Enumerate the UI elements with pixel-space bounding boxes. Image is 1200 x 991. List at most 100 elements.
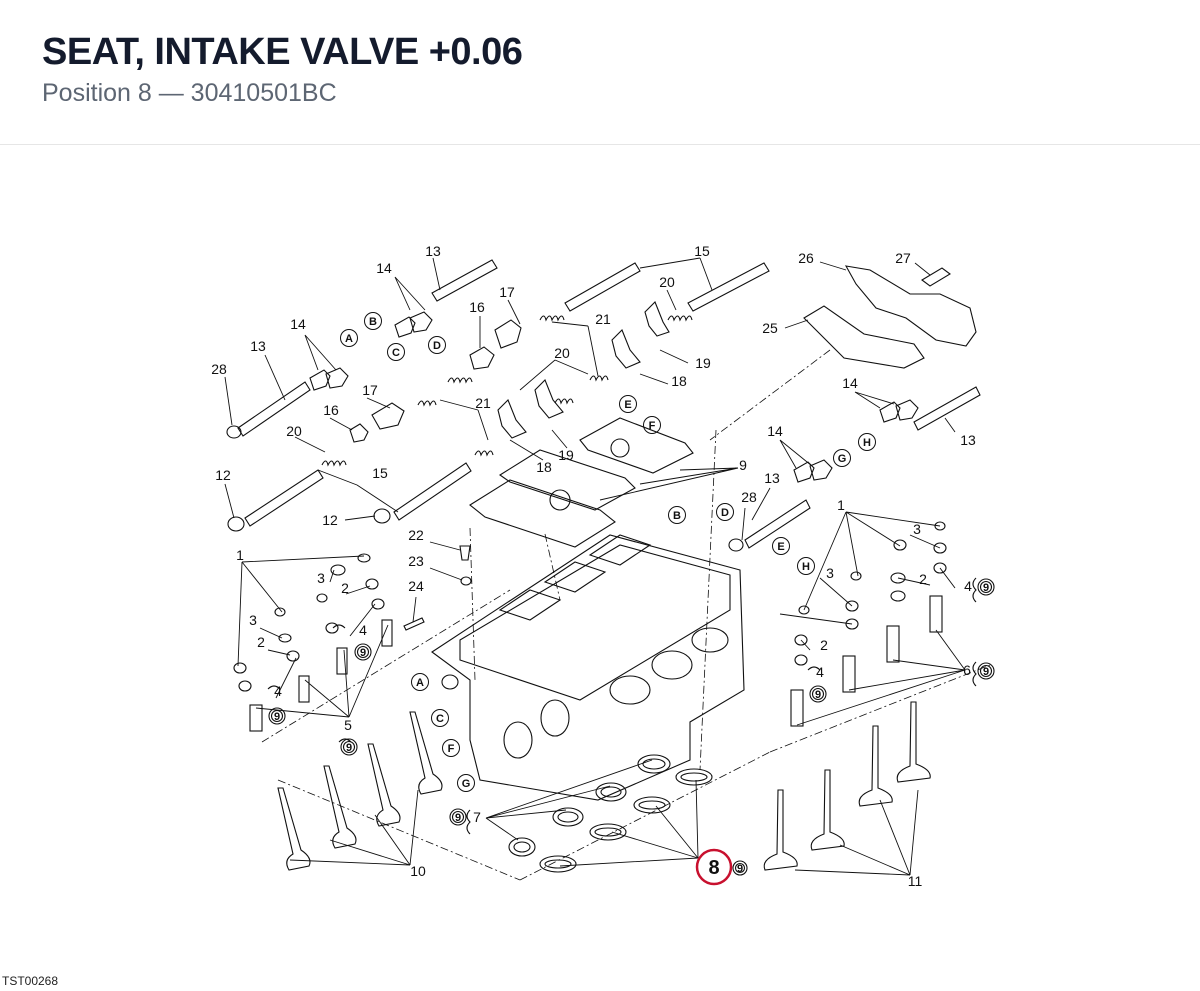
callout-16: 16 <box>469 299 485 315</box>
letter-G: G <box>462 778 471 790</box>
callout-1: 1 <box>837 497 845 513</box>
callout-27: 27 <box>895 250 911 266</box>
callout-26: 26 <box>798 250 814 266</box>
highlighted-callout-8[interactable]: 8 <box>695 848 733 886</box>
letter-E: E <box>777 541 784 553</box>
kit-9-label: 9 <box>274 711 280 723</box>
callout-14: 14 <box>290 316 306 332</box>
callout-3: 3 <box>317 570 325 586</box>
callout-15: 15 <box>372 465 388 481</box>
left-valve-train-parts <box>233 545 472 732</box>
callout-5: 5 <box>344 717 352 733</box>
intake-valves <box>763 701 931 871</box>
callout-13: 13 <box>250 338 266 354</box>
callout-13: 13 <box>960 432 976 448</box>
callout-2: 2 <box>341 580 349 596</box>
callout-24: 24 <box>408 578 424 594</box>
letter-F: F <box>448 743 455 755</box>
callout-21: 21 <box>475 395 491 411</box>
callout-3: 3 <box>826 565 834 581</box>
letter-H: H <box>802 561 810 573</box>
callout-2: 2 <box>919 571 927 587</box>
kit-9-label: 9 <box>737 863 743 875</box>
callout-13: 13 <box>425 243 441 259</box>
callout-2: 2 <box>257 634 265 650</box>
letter-H: H <box>863 437 871 449</box>
letter-markers: A B C D E F G H A C F G B D E H <box>340 312 876 792</box>
page-title: SEAT, INTAKE VALVE +0.06 <box>42 31 523 73</box>
callout-21: 21 <box>595 311 611 327</box>
callout-18: 18 <box>536 459 552 475</box>
callout-1: 1 <box>236 547 244 563</box>
callout-18: 18 <box>671 373 687 389</box>
leader-lines <box>224 257 966 876</box>
part-callouts: 13 14 14 13 28 16 20 17 16 17 21 15 20 1… <box>211 243 976 889</box>
callout-20: 20 <box>286 423 302 439</box>
kit-9-label: 9 <box>360 647 366 659</box>
callout-4: 4 <box>359 622 367 638</box>
cam-caps <box>469 417 694 548</box>
valve-seats <box>508 754 713 873</box>
callout-3: 3 <box>249 612 257 628</box>
callout-12: 12 <box>322 512 338 528</box>
callout-14: 14 <box>842 375 858 391</box>
letter-C: C <box>436 713 444 725</box>
exploded-parts-diagram: A B C D E F G H A C F G B D E H 9 9 9 9 … <box>0 146 1200 991</box>
letter-G: G <box>838 453 847 465</box>
callout-4: 4 <box>816 664 824 680</box>
callout-25: 25 <box>762 320 778 336</box>
right-valve-train-parts <box>790 521 947 727</box>
kit-9-label: 9 <box>455 812 461 824</box>
letter-A: A <box>345 333 353 345</box>
letter-F: F <box>649 420 656 432</box>
callout-15: 15 <box>694 243 710 259</box>
header: SEAT, INTAKE VALVE +0.06 Position 8 — 30… <box>0 0 1200 145</box>
callout-23: 23 <box>408 553 424 569</box>
callout-19: 19 <box>558 447 574 463</box>
callout-7: 7 <box>473 809 481 825</box>
cylinder-head <box>431 534 745 801</box>
kit-9-markers: 9 9 9 9 9 9 9 9 <box>268 578 995 876</box>
callout-10: 10 <box>410 863 426 879</box>
callout-14: 14 <box>767 423 783 439</box>
dash-dot-lines <box>261 349 991 881</box>
rocker-arms <box>309 301 919 483</box>
letter-D: D <box>433 340 441 352</box>
callout-11: 11 <box>908 873 923 889</box>
callout-16: 16 <box>323 402 339 418</box>
exhaust-valves <box>277 711 443 871</box>
callout-20: 20 <box>554 345 570 361</box>
valve-cover <box>803 265 977 369</box>
callout-17: 17 <box>362 382 378 398</box>
diagram-code: TST00268 <box>2 974 59 988</box>
callout-4: 4 <box>964 578 972 594</box>
callout-28: 28 <box>741 489 757 505</box>
braces <box>267 577 977 835</box>
kit-9-label: 9 <box>983 582 989 594</box>
camshafts <box>226 259 981 552</box>
callout-6: 6 <box>963 662 971 678</box>
letter-E: E <box>624 399 631 411</box>
callout-4: 4 <box>274 683 282 699</box>
springs <box>321 315 693 467</box>
callout-12: 12 <box>215 467 231 483</box>
letter-C: C <box>392 347 400 359</box>
callout-20: 20 <box>659 274 675 290</box>
letter-B: B <box>673 510 681 522</box>
highlight-ring <box>695 848 733 886</box>
kit-9-label: 9 <box>983 666 989 678</box>
kit-9-label: 9 <box>346 742 352 754</box>
letter-D: D <box>721 507 729 519</box>
page-subtitle: Position 8 — 30410501BC <box>42 79 337 107</box>
letter-B: B <box>369 316 377 328</box>
callout-9: 9 <box>739 457 747 473</box>
callout-28: 28 <box>211 361 227 377</box>
kit-9-label: 9 <box>815 689 821 701</box>
callout-3: 3 <box>913 521 921 537</box>
callout-17: 17 <box>499 284 515 300</box>
callout-2: 2 <box>820 637 828 653</box>
callout-8: 8 <box>708 857 719 879</box>
diagram-svg: A B C D E F G H A C F G B D E H 9 9 9 9 … <box>211 243 995 889</box>
callout-19: 19 <box>695 355 711 371</box>
callout-13: 13 <box>764 470 780 486</box>
